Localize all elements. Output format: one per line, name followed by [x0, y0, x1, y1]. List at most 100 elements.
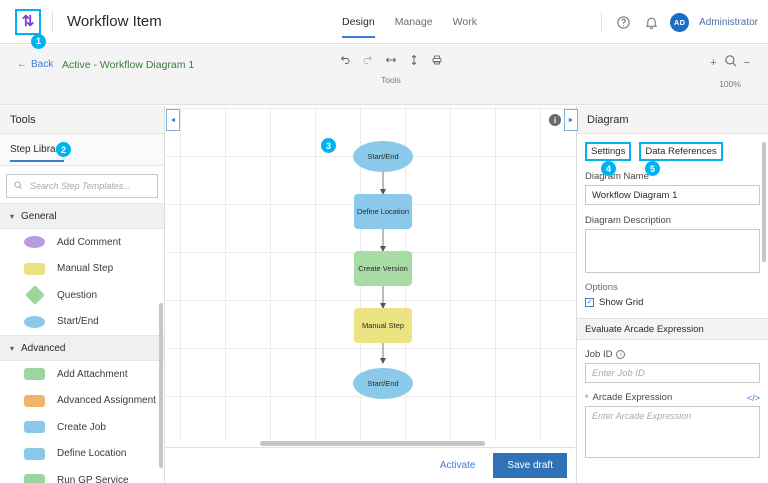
canvas-action-bar: Activate Save draft [166, 447, 575, 483]
arcade-expression-textarea[interactable]: Enter Arcade Expression [585, 406, 760, 458]
tab-work[interactable]: Work [452, 16, 477, 28]
tab-design[interactable]: Design [342, 0, 375, 44]
step-label: Start/End [57, 316, 99, 328]
step-label: Define Location [57, 448, 127, 460]
step-item-define-location[interactable]: Define Location [0, 441, 164, 468]
step-swatch-rect [24, 421, 45, 434]
tab-settings[interactable]: Settings [585, 142, 632, 161]
flow-node-start-end-top[interactable]: Start/End [353, 141, 413, 172]
job-id-input[interactable]: Enter Job ID [585, 363, 760, 383]
step-swatch-diamond [24, 285, 45, 306]
callout-badge-5: 5 [645, 161, 660, 176]
show-grid-checkbox-row[interactable]: ✓ Show Grid [585, 297, 768, 308]
header-actions: AD Administrator [601, 0, 758, 44]
search-step-templates-wrap[interactable] [6, 174, 158, 198]
step-swatch-rect [24, 262, 45, 275]
align-vertical-icon[interactable] [407, 53, 421, 67]
activate-button[interactable]: Activate [439, 460, 476, 471]
callout-badge-1: 1 [31, 33, 46, 49]
arcade-expression-placeholder: Enter Arcade Expression [592, 411, 692, 421]
magnifier-icon[interactable] [723, 53, 738, 73]
header-actions-divider [601, 12, 603, 32]
job-id-label: Job ID [585, 349, 613, 360]
page-title: Workflow Item [67, 13, 162, 30]
group-label: Advanced [21, 342, 66, 354]
arcade-section-header: Evaluate Arcade Expression [577, 318, 768, 340]
tab-step-library[interactable]: Step Library [10, 134, 64, 166]
search-input[interactable] [28, 180, 151, 192]
chevron-down-icon: ▾ [10, 343, 15, 353]
chevron-down-icon: ▾ [10, 211, 15, 221]
back-button[interactable]: ← Back [17, 59, 53, 70]
step-item-run-gp-service[interactable]: Run GP Service [0, 467, 164, 483]
step-item-question[interactable]: Question [0, 282, 164, 309]
diagram-canvas[interactable]: 3 Start/End Define Location Create Versi… [166, 106, 575, 440]
flow-node-label: Start/End [367, 379, 399, 388]
header-divider [52, 10, 53, 33]
zoom-out-button[interactable]: − [743, 57, 750, 69]
step-item-advanced-assignment[interactable]: Advanced Assignment [0, 388, 164, 415]
undo-icon[interactable] [338, 53, 352, 67]
step-library-scrollbar[interactable] [159, 303, 163, 468]
collapse-right-panel-button[interactable]: ► [564, 109, 578, 131]
zoom-controls: + − 100% [710, 53, 750, 89]
username-label[interactable]: Administrator [699, 16, 758, 28]
diagram-panel-title: Diagram [577, 106, 768, 134]
step-label: Add Comment [57, 236, 121, 248]
help-circle-icon[interactable] [614, 13, 632, 31]
info-icon[interactable]: i [549, 114, 561, 126]
code-brackets-icon[interactable]: </> [746, 392, 760, 403]
zoom-in-button[interactable]: + [710, 57, 717, 69]
step-swatch-ellipse [24, 315, 45, 328]
flow-node-start-end-bottom[interactable]: Start/End [353, 368, 413, 399]
arrow-left-icon: ← [17, 59, 27, 70]
step-item-add-comment[interactable]: Add Comment [0, 229, 164, 256]
step-label: Run GP Service [57, 474, 129, 483]
step-item-manual-step[interactable]: Manual Step [0, 256, 164, 283]
align-horizontal-icon[interactable] [384, 53, 398, 67]
tab-data-references[interactable]: Data References [639, 142, 723, 161]
redo-icon[interactable] [361, 53, 375, 67]
flow-node-label: Define Location [356, 207, 410, 216]
tools-panel-title: Tools [0, 106, 164, 134]
zoom-row: + − [710, 53, 750, 73]
step-swatch-ellipse [24, 236, 45, 249]
collapse-left-panel-button[interactable]: ◄ [166, 109, 180, 131]
callout-badge-2: 2 [56, 142, 71, 157]
flow-node-label: Start/End [367, 152, 399, 161]
tab-manage[interactable]: Manage [394, 16, 433, 28]
diagram-name-input[interactable]: Workflow Diagram 1 [585, 185, 760, 205]
arcade-label-row: * Arcade Expression </> [585, 392, 768, 403]
step-swatch-rect [24, 474, 45, 483]
job-id-label-row: Job ID i [585, 349, 768, 360]
show-grid-label: Show Grid [599, 297, 644, 308]
step-label: Question [57, 289, 98, 301]
group-header-advanced[interactable]: ▾ Advanced [0, 335, 164, 361]
flow-node-create-version[interactable]: Create Version [354, 251, 412, 286]
sub-toolbar: ← Back Active - Workflow Diagram 1 [0, 45, 768, 105]
step-item-create-job[interactable]: Create Job [0, 414, 164, 441]
step-swatch-rect [24, 447, 45, 460]
checkbox-checked-icon[interactable]: ✓ [585, 298, 594, 307]
right-panel-scrollbar[interactable] [762, 142, 766, 262]
app-logo-button[interactable]: ⇅ [15, 8, 41, 35]
step-item-start-end[interactable]: Start/End [0, 309, 164, 336]
bell-icon[interactable] [642, 13, 660, 31]
flow-node-manual-step[interactable]: Manual Step [354, 308, 412, 343]
back-label: Back [31, 59, 54, 70]
search-icon [13, 180, 23, 193]
flow-node-label: Manual Step [361, 321, 405, 330]
info-icon[interactable]: i [616, 350, 626, 359]
step-library-tabrow: Step Library 2 [0, 134, 164, 166]
canvas-horizontal-scrollbar[interactable] [260, 441, 485, 446]
avatar[interactable]: AD [670, 12, 690, 32]
flow-connectors [380, 172, 386, 364]
flow-node-define-location[interactable]: Define Location [354, 194, 412, 229]
print-icon[interactable] [430, 53, 444, 67]
step-library-list[interactable]: ▾ General Add Comment Manual Step Questi… [0, 203, 164, 483]
group-header-general[interactable]: ▾ General [0, 203, 164, 229]
logo-wrap: ⇅ 1 [14, 8, 46, 49]
save-draft-button[interactable]: Save draft [493, 453, 567, 478]
diagram-description-textarea[interactable] [585, 229, 760, 273]
step-item-add-attachment[interactable]: Add Attachment [0, 361, 164, 388]
